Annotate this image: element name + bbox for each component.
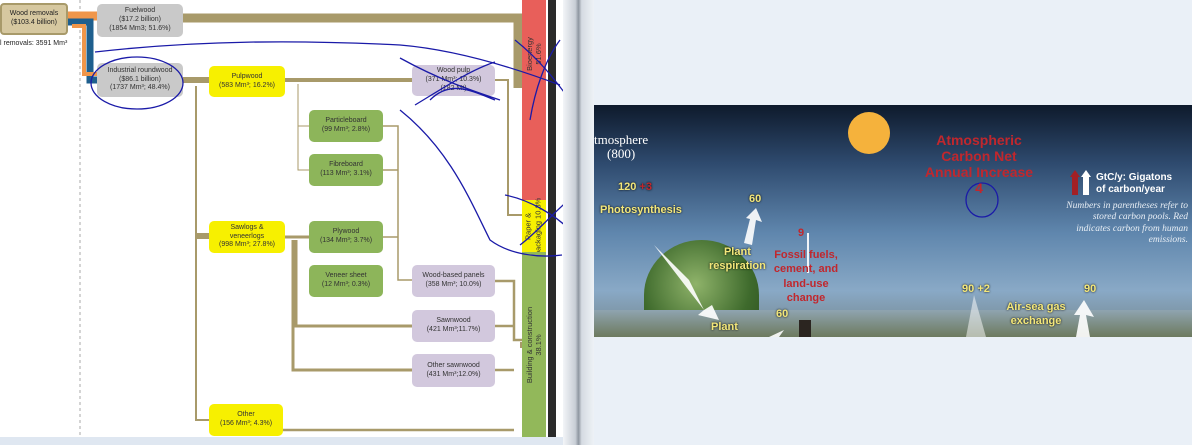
node-title: Plywood bbox=[332, 228, 360, 236]
pulpwood-node: Pulpwood(583 Mm³; 16.2%) bbox=[209, 66, 285, 97]
node-detail: (12 Mm³; 0.3%) bbox=[321, 281, 371, 288]
sun-icon bbox=[848, 112, 890, 154]
wood-removals-node: Wood removals($103.4 billion) bbox=[0, 3, 68, 35]
node-detail: (1737 Mm³; 48.4%) bbox=[110, 84, 170, 92]
fibreboard-node: Fibreboard(113 Mm³; 3.1%) bbox=[309, 154, 383, 186]
node-title: Wood pulp bbox=[436, 67, 471, 75]
fuelwood-node: Fuelwood($17.2 billion)(1854 Mm3; 51.6%) bbox=[97, 4, 183, 37]
node-title: Wood-based panels bbox=[422, 272, 485, 280]
total-removals-label: l removals: 3591 Mm³ bbox=[0, 40, 68, 47]
node-title: Veneer sheet bbox=[325, 272, 367, 280]
node-title: Sawlogs & bbox=[230, 223, 264, 231]
dark-divider bbox=[548, 0, 556, 437]
carbon-cycle-panel: tmosphere(800) 120 +3 Photosynthesis 60 … bbox=[594, 0, 1192, 445]
photosynthesis-label: Photosynthesis bbox=[600, 204, 682, 216]
node-detail: (156 Mm³; 4.3%) bbox=[219, 420, 273, 427]
flow-lines bbox=[68, 0, 524, 445]
plant-label: Plant bbox=[711, 321, 738, 333]
wood-based-panels-node: Wood-based panels(358 Mm³; 10.0%) bbox=[412, 265, 495, 297]
node-title: Particleboard bbox=[325, 117, 367, 125]
legend-arrows-icon bbox=[1070, 170, 1092, 195]
smokestack bbox=[799, 320, 811, 337]
other-node: Other(156 Mm³; 4.3%) bbox=[209, 404, 283, 436]
bottom-strip bbox=[0, 437, 563, 445]
node-detail: (134 Mm³; 3.7%) bbox=[319, 237, 373, 244]
node-title: Pulpwood bbox=[231, 72, 263, 80]
veneer-sheet-node: Veneer sheet(12 Mm³; 0.3%) bbox=[309, 265, 383, 297]
node-detail: (113 Mm³; 3.1%) bbox=[320, 170, 372, 177]
fossil-value: 9 bbox=[798, 227, 805, 239]
plywood-node: Plywood(134 Mm³; 3.7%) bbox=[309, 221, 383, 253]
node-detail: (99 Mm³; 2.8%) bbox=[321, 126, 371, 133]
sea-out-value: 90 bbox=[1084, 283, 1097, 295]
node-detail: (583 Mm³; 16.2%) bbox=[218, 81, 276, 89]
node-value: ($86.1 billion) bbox=[118, 75, 162, 83]
pen-annotations bbox=[90, 39, 576, 257]
sankey-panel: Wood removals($103.4 billion) l removals… bbox=[0, 0, 576, 445]
window-frame bbox=[563, 0, 594, 445]
respiration-value: 60 bbox=[749, 193, 762, 205]
plant-60-value: 60 bbox=[776, 308, 789, 320]
carbon-cycle-illustration: tmosphere(800) 120 +3 Photosynthesis 60 … bbox=[594, 105, 1192, 337]
node-value: ($17.2 billion) bbox=[118, 16, 162, 24]
node-title-2: veneerlogs bbox=[229, 232, 265, 240]
node-title: Sawnwood bbox=[436, 317, 471, 325]
node-detail: (358 Mm³; 10.0%) bbox=[425, 281, 482, 288]
node-title: Industrial roundwood bbox=[107, 66, 173, 74]
node-title: Fibreboard bbox=[329, 161, 363, 169]
atmosphere-label: tmosphere(800) bbox=[594, 132, 649, 162]
node-title: Fuelwood bbox=[124, 7, 156, 15]
sea-in-value: 90 +2 bbox=[962, 283, 990, 295]
node-value: ($103.4 billion) bbox=[11, 19, 57, 26]
sawnwood-node: Sawnwood(421 Mm³;11.7%) bbox=[412, 310, 495, 342]
legend-note: Numbers in parentheses refer to stored c… bbox=[1066, 201, 1188, 246]
node-detail: (371 Mm³; 10.3%) bbox=[425, 76, 482, 84]
node-detail: (998 Mm³; 27.8%) bbox=[218, 241, 276, 249]
node-detail: (1854 Mm3; 51.6%) bbox=[109, 24, 171, 32]
node-title: Other bbox=[237, 411, 255, 419]
other-sawnwood-node: Other sawnwood(431 Mm³;12.0%) bbox=[412, 354, 495, 387]
sawlogs-node: Sawlogs &veneerlogs(998 Mm³; 27.8%) bbox=[209, 221, 285, 253]
node-detail: (421 Mm³;11.7%) bbox=[426, 326, 481, 333]
node-title: Wood removals bbox=[9, 10, 59, 18]
node-detail: (431 Mm³;12.0%) bbox=[426, 370, 481, 378]
photosynthesis-value: 120 +3 bbox=[618, 181, 652, 193]
industrial-roundwood-node: Industrial roundwood($86.1 billion)(1737… bbox=[97, 63, 183, 97]
node-title: Other sawnwood bbox=[427, 361, 480, 369]
particleboard-node: Particleboard(99 Mm³; 2.8%) bbox=[309, 110, 383, 142]
flux-arrows bbox=[654, 182, 1094, 337]
